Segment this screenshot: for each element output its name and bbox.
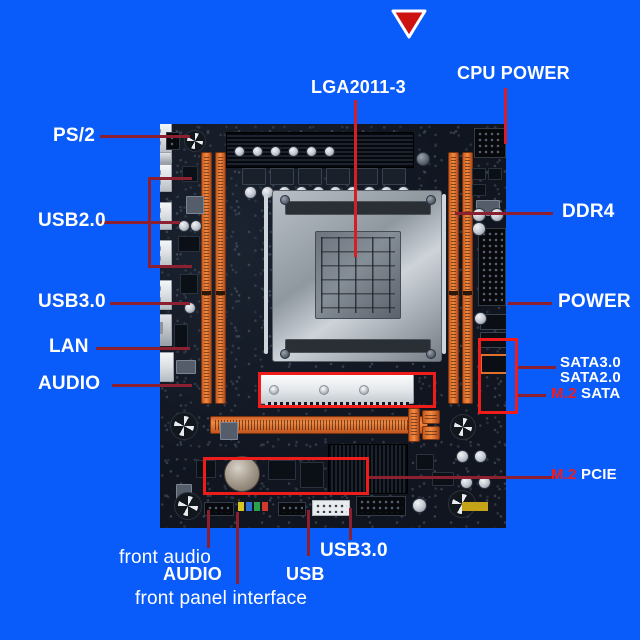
dimm-slot-right-b [462,152,473,404]
label-front-audio-small: front audio [119,547,211,568]
usb3-front-header [356,496,406,516]
front-panel-pin-red [262,502,268,511]
leader-ddr4 [455,212,553,215]
label-usb30-rear: USB3.0 [38,291,106,312]
fan-header-bottom [174,492,202,520]
front-audio-header [204,502,234,516]
front-panel-pin-yellow [238,502,244,511]
label-m2-sata-suffix: SATA [580,385,621,402]
down-triangle-marker-icon [389,8,429,40]
leader-front-audio [207,510,210,548]
fan-header-bottom-right [450,414,476,440]
label-power: POWER [558,291,631,312]
label-sata2: SATA2.0 [560,369,621,386]
lan-port [160,314,172,346]
leader-power [508,302,552,305]
audio-jacks [160,352,174,382]
label-usb20: USB2.0 [38,210,106,231]
leader-sata [518,366,556,369]
leader-lga2011 [354,100,357,257]
label-m2-pcie: M.2 PCIE [551,467,617,483]
label-ddr4: DDR4 [562,201,615,222]
label-front-panel-interface: front panel interface [135,588,308,609]
leader-cpu-power [504,88,507,144]
leader-usb20-lower [148,265,192,268]
fan-header-bottom-left [170,412,198,440]
dimm-slot-right-a [448,152,459,404]
label-usb30-front: USB3.0 [320,540,388,561]
label-m2-sata: M.2 SATA [551,386,620,402]
pcie-x16-slot [210,416,428,434]
cmos-battery [224,456,260,492]
fan-header-top-left [184,130,206,152]
label-audio-rear: AUDIO [38,373,101,394]
leader-front-panel [236,512,239,584]
usb2-port-lower [160,240,172,268]
cpu-socket-lga2011-3 [272,190,442,362]
leader-usb20-main [100,221,180,224]
leader-m2-sata [518,394,546,397]
dimm-slot-left-b [215,152,226,404]
leader-usb30-front [349,508,352,540]
label-m2-pcie-prefix: M.2 [551,466,577,483]
label-m2-sata-prefix: M.2 [551,385,577,402]
leader-usb20-bracket [148,177,151,267]
leader-audio-rear [112,384,192,387]
m2-sata-slot-shield [260,374,414,407]
leader-m2-pcie [369,476,555,479]
label-front-audio: AUDIO [163,564,222,584]
leader-usb20-upper [148,177,192,180]
label-cpu-power: CPU POWER [457,63,570,83]
fan-header-right [448,490,476,518]
front-panel-pin-green [254,502,260,511]
sata2-port [480,354,506,374]
label-usb-front: USB [286,564,325,584]
highlight-box-sata-ports [478,338,518,414]
label-lan: LAN [49,336,89,357]
label-sata3: SATA3.0 [560,354,621,371]
label-lga2011-3: LGA2011-3 [311,77,406,97]
front-panel-pin-blue [246,502,252,511]
dimm-slot-left-a [201,152,212,404]
motherboard-photo [160,124,506,528]
label-m2-pcie-suffix: PCIE [580,466,617,483]
leader-ps2 [100,135,190,138]
leader-lan [96,347,190,350]
highlight-box-m2-sata [258,372,436,408]
usb3-port-rear [160,280,172,310]
leader-usb30-rear [110,302,190,305]
atx-power-connector [478,228,506,306]
label-ps2: PS/2 [53,125,95,146]
usb2-front-header [312,500,350,516]
highlight-box-m2-pcie [203,457,369,495]
usb2-port-mid [160,202,172,230]
cpu-power-connector [474,128,506,158]
leader-usb-front [307,510,310,556]
